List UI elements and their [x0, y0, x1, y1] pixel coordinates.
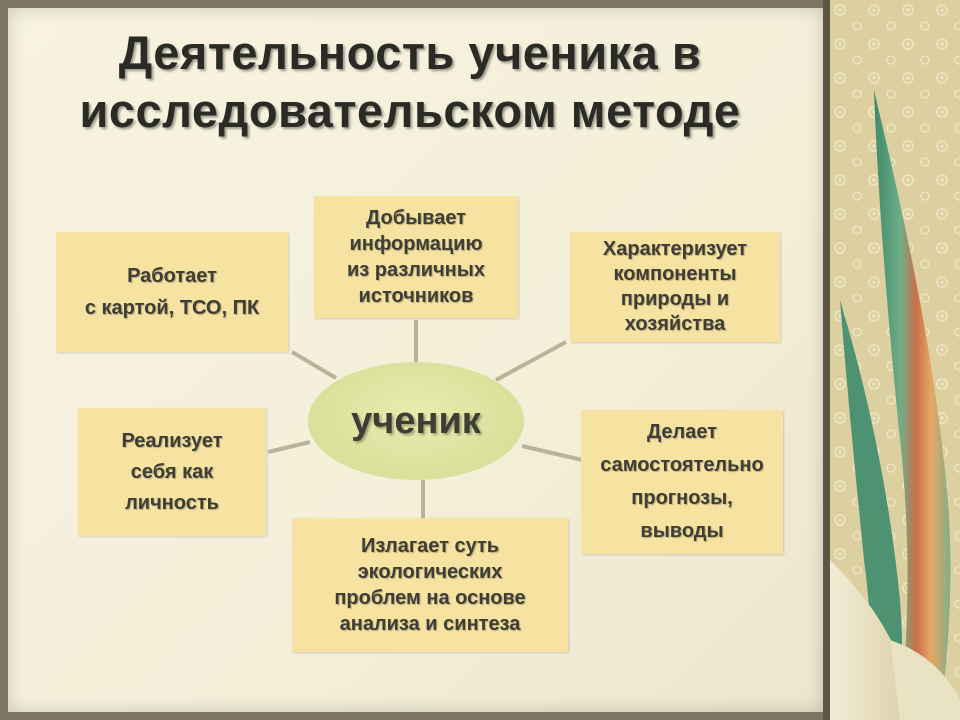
box-works-with-map: Работает с картой, ТСО, ПК: [56, 232, 288, 352]
box-line: личность: [125, 491, 219, 514]
box-line: Характеризует: [602, 238, 748, 260]
box-line: себя как: [130, 460, 214, 483]
box-line: Излагает суть: [360, 535, 500, 557]
box-line: с картой, ТСО, ПК: [84, 297, 260, 319]
box-explains-ecological-problems: Излагает суть экологических проблем на о…: [292, 518, 568, 652]
decorative-ribbon-panel: [830, 0, 960, 720]
frame-border-bottom: [0, 712, 830, 720]
box-makes-forecasts: Делает самостоятельно прогнозы, выводы: [581, 410, 783, 554]
box-line: проблем на основе: [334, 587, 526, 609]
box-line: прогнозы,: [631, 487, 733, 509]
box-line: Делает: [646, 421, 718, 443]
box-line: Добывает: [366, 207, 466, 229]
box-line: природы и: [620, 288, 730, 310]
center-label: ученик: [351, 399, 481, 442]
page-title: Деятельность ученика в исследовательском…: [20, 24, 800, 140]
box-line: выводы: [640, 520, 724, 542]
connector-mid-right: [521, 444, 583, 462]
connector-mid-left: [267, 440, 311, 454]
box-realizes-self: Реализует себя как личность: [78, 408, 266, 536]
box-line: хозяйства: [624, 313, 726, 335]
box-line: компоненты: [613, 263, 737, 285]
ribbon-decoration-icon: [830, 0, 960, 720]
frame-border-top: [0, 0, 830, 8]
box-characterizes-components: Характеризует компоненты природы и хозяй…: [570, 232, 780, 342]
connector-lines: [267, 320, 583, 518]
box-line: Работает: [127, 265, 217, 287]
box-obtains-information: Добывает информацию из различных источни…: [314, 196, 518, 318]
connector-top-left: [290, 350, 338, 380]
box-line: Реализует: [121, 429, 223, 452]
box-line: источников: [358, 285, 474, 307]
box-line: анализа и синтеза: [339, 613, 521, 635]
box-line: информацию: [349, 233, 483, 255]
connector-top-right: [495, 340, 567, 382]
box-line: экологических: [357, 561, 503, 583]
frame-border-left: [0, 0, 8, 720]
title-line-2: исследовательском методе: [79, 84, 741, 137]
title-line-1: Деятельность ученика в: [118, 26, 702, 79]
center-node-student: ученик: [308, 362, 524, 480]
frame-border-right: [823, 0, 830, 720]
box-line: самостоятельно: [600, 454, 764, 476]
box-line: из различных: [347, 259, 485, 281]
